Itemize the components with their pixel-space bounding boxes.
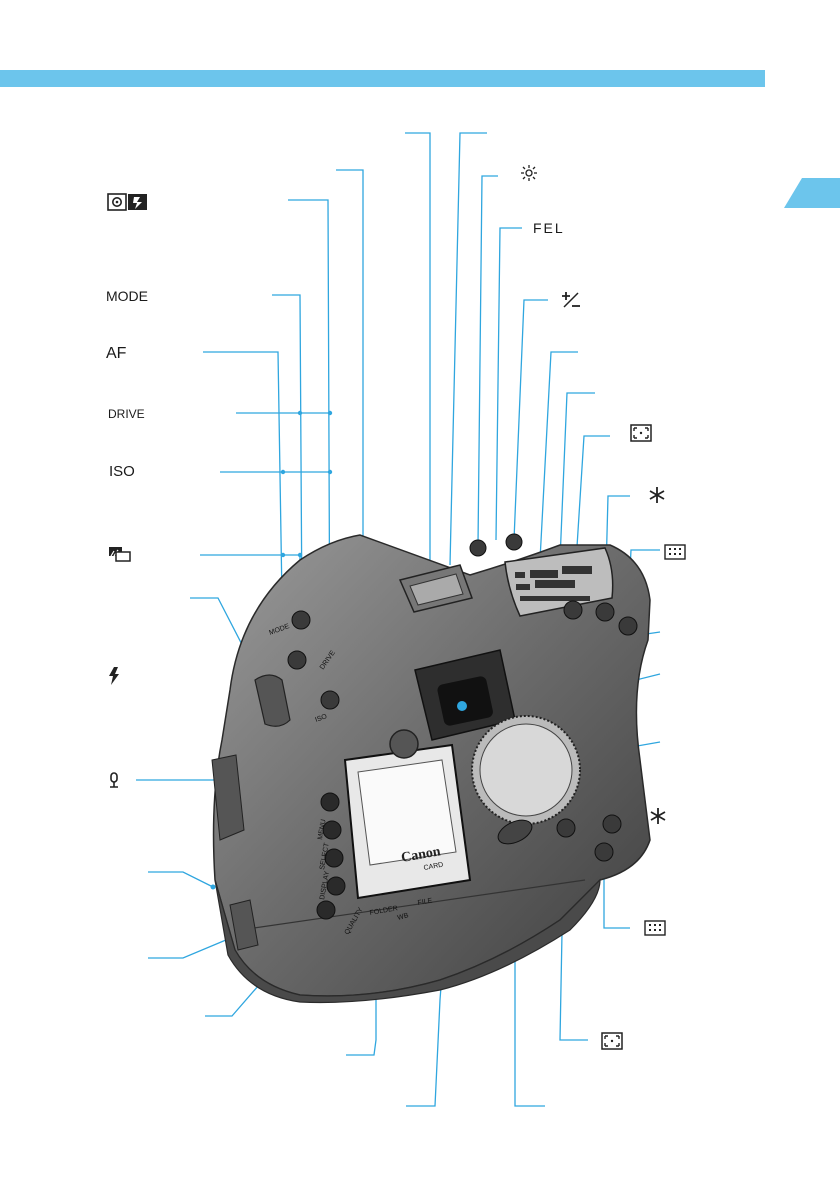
ae-lock-asterisk-icon-vertical bbox=[650, 808, 666, 824]
microphone-icon bbox=[110, 772, 118, 788]
svg-text:Canon: Canon bbox=[400, 844, 442, 866]
af-frame-grid-icon-vertical bbox=[644, 920, 666, 936]
ae-lock-asterisk-icon bbox=[649, 487, 665, 503]
exposure-comp-icon bbox=[562, 292, 580, 308]
af-label: AF bbox=[106, 345, 127, 362]
svg-text:DISPLAY: DISPLAY bbox=[319, 870, 331, 900]
section-tab bbox=[784, 178, 840, 208]
bracketing-icon bbox=[109, 547, 131, 562]
af-point-selection-icon-vertical bbox=[601, 1032, 623, 1050]
svg-text:SELECT: SELECT bbox=[319, 842, 331, 871]
iso-label: ISO bbox=[109, 463, 135, 480]
svg-text:FOLDER: FOLDER bbox=[369, 905, 398, 917]
flash-icon bbox=[109, 667, 119, 685]
af-point-selection-icon bbox=[630, 424, 652, 442]
fel-label: FEL bbox=[533, 220, 565, 236]
camera-illustration: Canon MODE ISO DRIVE QUALITY WB FOLDER F… bbox=[211, 533, 651, 1004]
mode-label: MODE bbox=[106, 288, 148, 304]
header-bar bbox=[0, 70, 765, 87]
af-frame-grid-icon bbox=[664, 544, 686, 560]
svg-text:FILE: FILE bbox=[417, 897, 433, 907]
svg-text:CARD: CARD bbox=[423, 862, 444, 872]
svg-text:WB: WB bbox=[397, 912, 410, 922]
svg-text:MENU: MENU bbox=[317, 819, 327, 841]
svg-text:ISO: ISO bbox=[314, 713, 328, 724]
metering-flash-comp-icon bbox=[107, 193, 147, 211]
lcd-illumination-icon bbox=[521, 165, 537, 181]
drive-label: DRIVE bbox=[108, 407, 145, 421]
